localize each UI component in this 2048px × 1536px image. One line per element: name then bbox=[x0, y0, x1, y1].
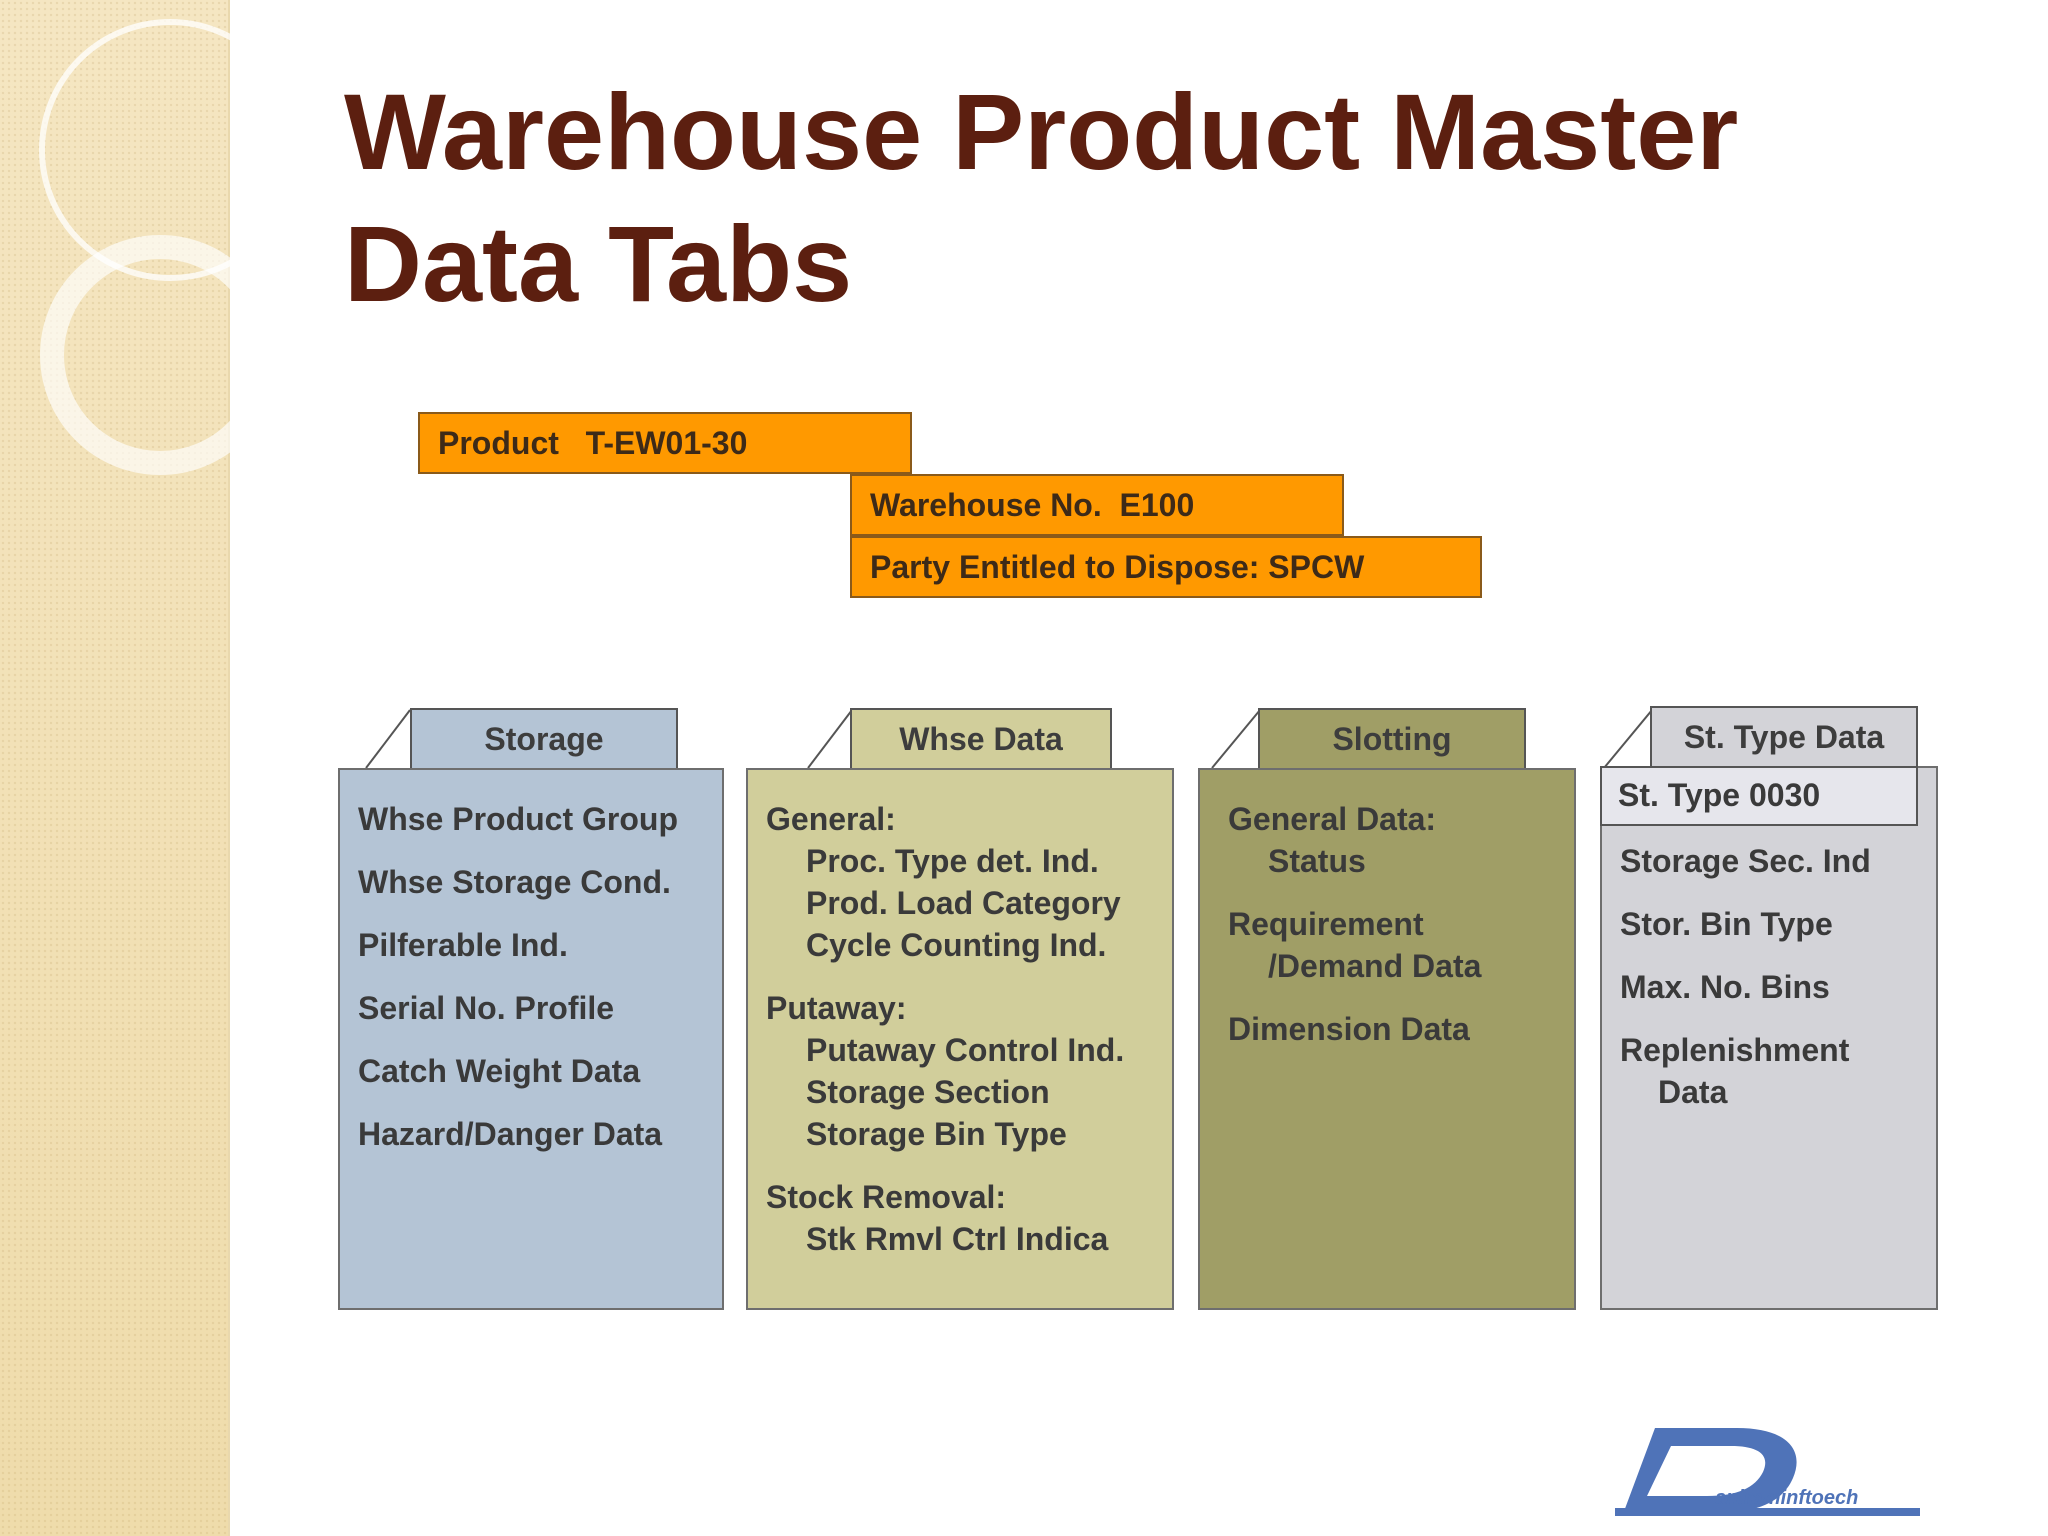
list-item: Storage Bin Type bbox=[806, 1116, 1067, 1152]
list-item: Hazard/Danger Data bbox=[358, 1116, 663, 1152]
list-item-label: Replenishment bbox=[1620, 1032, 1850, 1068]
list-item-sub: Status bbox=[1268, 843, 1366, 879]
warehouse-header: Warehouse No. E100 bbox=[850, 474, 1344, 536]
list-item: Storage Section bbox=[806, 1074, 1050, 1110]
list-item: Replenishment Data bbox=[1620, 1029, 1936, 1113]
list-item-label: General Data: bbox=[1228, 801, 1437, 837]
tab-whse-data[interactable]: Whse Data bbox=[850, 708, 1112, 770]
party-header: Party Entitled to Dispose: SPCW bbox=[850, 536, 1482, 598]
list-item: Serial No. Profile bbox=[358, 990, 615, 1026]
title-line-2: Data Tabs bbox=[344, 203, 853, 324]
title-line-1: Warehouse Product Master bbox=[344, 71, 1739, 192]
logo-text: aniraminftoech bbox=[1715, 1487, 1858, 1509]
list-item-label: Requirement bbox=[1228, 906, 1424, 942]
section-heading-general: General: bbox=[766, 801, 896, 837]
storage-folder-corner bbox=[365, 709, 411, 769]
sidebar-decoration bbox=[0, 0, 230, 1536]
tab-storage[interactable]: Storage bbox=[410, 708, 678, 770]
tab-st-type-data[interactable]: St. Type Data bbox=[1650, 706, 1918, 768]
tab-slotting[interactable]: Slotting bbox=[1258, 708, 1526, 770]
daniraminftoech-logo-icon: aniraminftoech bbox=[1615, 1428, 1920, 1516]
st-type-panel: Storage Sec. Ind Stor. Bin Type Max. No.… bbox=[1600, 766, 1938, 1310]
list-item: Prod. Load Category bbox=[806, 885, 1121, 921]
st-type-folder-corner bbox=[1603, 709, 1653, 769]
list-item-sub: Data bbox=[1658, 1074, 1728, 1110]
slotting-panel: General Data: Status Requirement /Demand… bbox=[1198, 768, 1576, 1310]
list-item: Whse Product Group bbox=[358, 801, 678, 837]
section-heading-putaway: Putaway: bbox=[766, 990, 907, 1026]
list-item: Stor. Bin Type bbox=[1620, 906, 1833, 942]
list-item: Catch Weight Data bbox=[358, 1053, 641, 1089]
list-item: Requirement /Demand Data bbox=[1228, 903, 1574, 987]
page-title: Warehouse Product Master Data Tabs bbox=[344, 66, 1844, 330]
list-item: Max. No. Bins bbox=[1620, 969, 1830, 1005]
whse-folder-corner bbox=[807, 709, 853, 769]
whse-data-panel: General: Proc. Type det. Ind. Prod. Load… bbox=[746, 768, 1174, 1310]
list-item: Whse Storage Cond. bbox=[358, 864, 671, 900]
section-heading-stock-removal: Stock Removal: bbox=[766, 1179, 1007, 1215]
st-type-0030-subtab[interactable]: St. Type 0030 bbox=[1600, 766, 1918, 826]
slotting-folder-corner bbox=[1211, 709, 1261, 769]
list-item: Pilferable Ind. bbox=[358, 927, 568, 963]
list-item: Cycle Counting Ind. bbox=[806, 927, 1107, 963]
list-item: Proc. Type det. Ind. bbox=[806, 843, 1099, 879]
list-item: General Data: Status bbox=[1228, 798, 1574, 882]
list-item: Putaway Control Ind. bbox=[806, 1032, 1125, 1068]
storage-panel: Whse Product Group Whse Storage Cond. Pi… bbox=[338, 768, 724, 1310]
list-item: Storage Sec. Ind bbox=[1620, 843, 1871, 879]
list-item: Stk Rmvl Ctrl Indica bbox=[806, 1221, 1109, 1257]
list-item-sub: /Demand Data bbox=[1268, 948, 1482, 984]
product-header: Product T-EW01-30 bbox=[418, 412, 912, 474]
list-item: Dimension Data bbox=[1228, 1011, 1470, 1047]
